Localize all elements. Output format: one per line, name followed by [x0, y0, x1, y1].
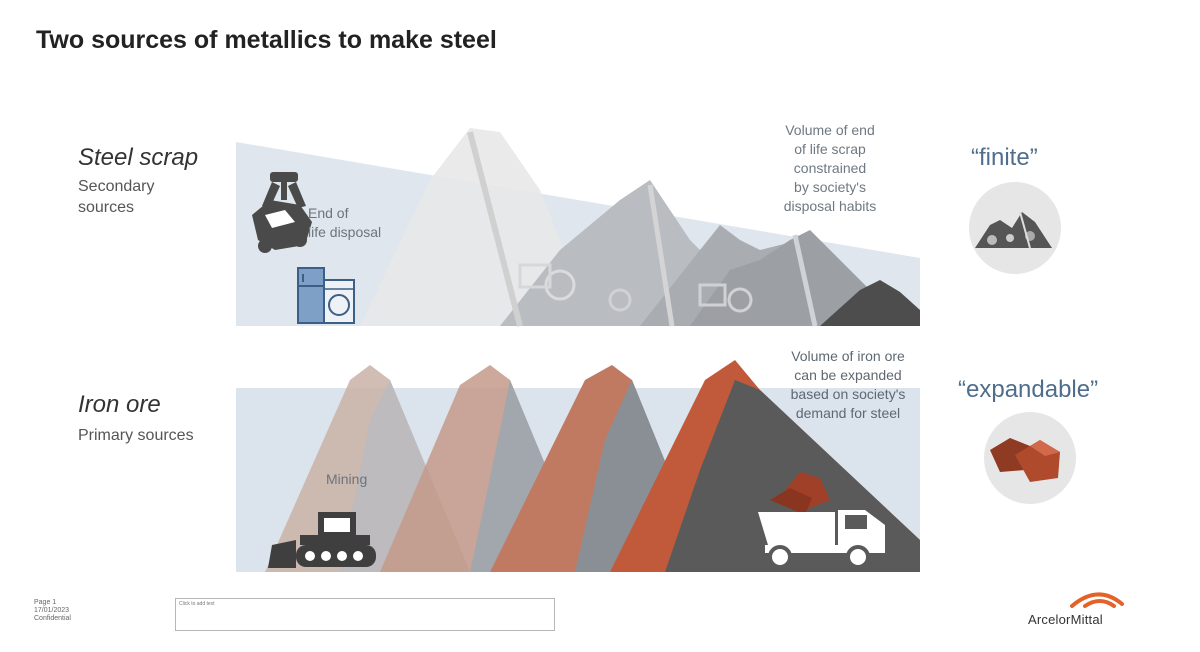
steel-scrap-subtitle-line2: sources: [78, 199, 135, 216]
bulldozer-icon: [268, 512, 376, 568]
scrap-mountains: [360, 128, 920, 327]
car-scrap-icon: [252, 200, 312, 253]
arcelormittal-logo-icon: [1070, 592, 1124, 608]
dump-truck-icon: [758, 472, 885, 569]
iron-ore-subtitle: Primary sources: [78, 427, 194, 444]
expandable-tag: “expandable”: [958, 376, 1099, 403]
ore-process-label: Mining: [326, 471, 368, 487]
scrap-process-label: End of life disposal: [308, 205, 382, 240]
arcelormittal-logo-text: ArcelorMittal: [1028, 612, 1103, 627]
page-info: Page 1 17/01/2023 Confidential: [34, 599, 71, 622]
iron-ore-name: Iron ore: [78, 391, 161, 418]
steel-scrap-subtitle-line1: Secondary: [78, 178, 155, 195]
fridge-icon: [297, 267, 325, 324]
steel-scrap-subtitle: Secondary sources: [78, 176, 155, 218]
ore-volume-note: Volume of iron ore can be expanded based…: [790, 348, 906, 421]
scrap-volume-note: Volume of end of life scrap constrained …: [783, 122, 877, 214]
scrap-pile-icon: [975, 211, 1052, 249]
ore-rocks-icon: [990, 438, 1060, 482]
add-text-box[interactable]: Click to add text: [175, 598, 555, 631]
washing-machine-icon: [323, 279, 355, 324]
steel-scrap-name: Steel scrap: [78, 144, 199, 171]
finite-tag: “finite”: [971, 144, 1038, 171]
grabber-claw-icon: [262, 172, 306, 208]
page-title: Two sources of metallics to make steel: [36, 26, 497, 54]
